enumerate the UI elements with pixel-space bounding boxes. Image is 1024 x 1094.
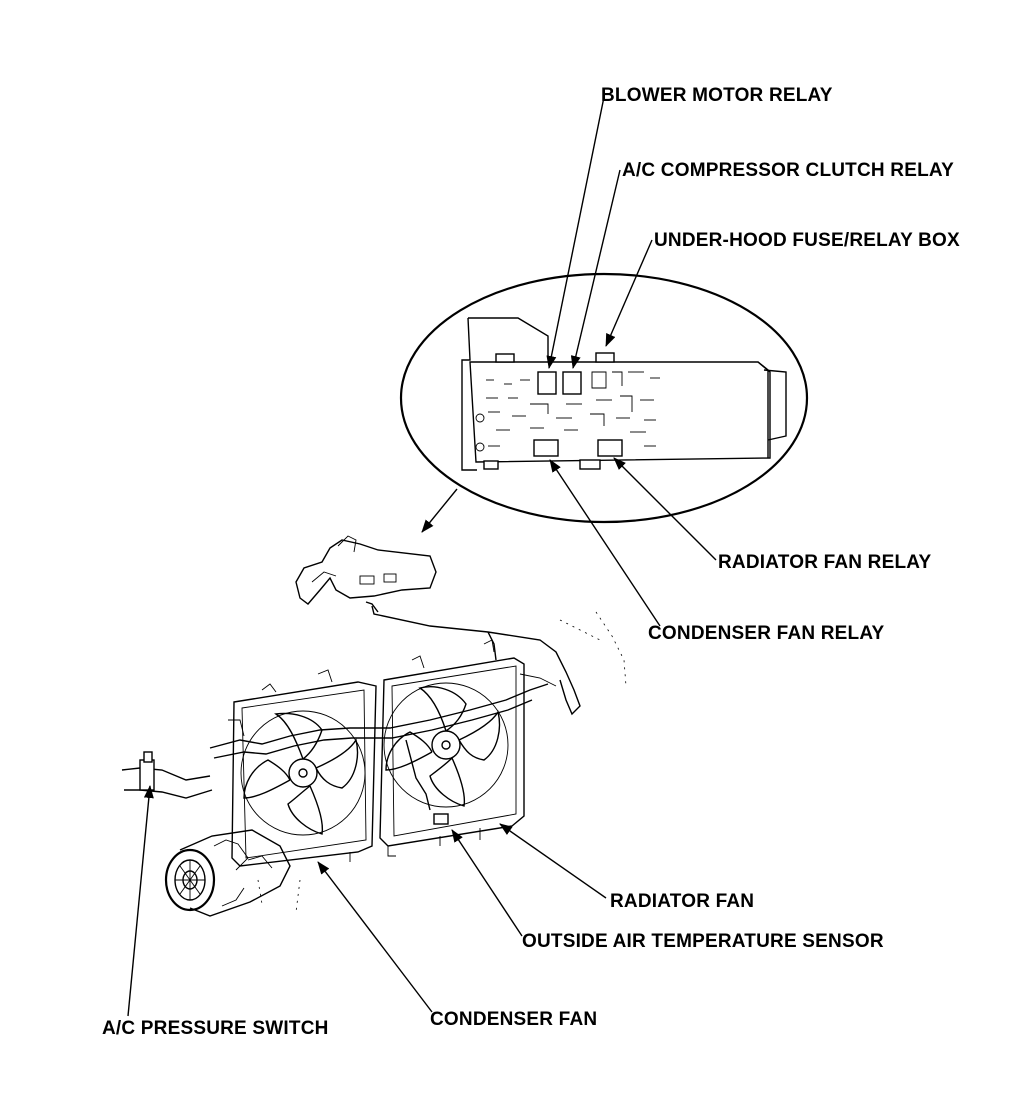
leader-lines: [127, 96, 717, 1017]
detail-callout-ellipse: [399, 272, 809, 524]
label-blower-motor-relay: BLOWER MOTOR RELAY: [601, 85, 833, 106]
fuse-relay-box-drawing: [461, 317, 787, 471]
label-under-hood-fuse-relay-box: UNDER-HOOD FUSE/RELAY BOX: [654, 230, 960, 251]
label-radiator-fan: RADIATOR FAN: [610, 891, 755, 912]
compressor-drawing: [164, 829, 291, 917]
label-condenser-fan-relay: CONDENSER FAN RELAY: [648, 623, 885, 644]
ac-line-assembly: [121, 751, 213, 799]
label-ac-pressure-switch: A/C PRESSURE SWITCH: [102, 1018, 329, 1039]
label-radiator-fan-relay: RADIATOR FAN RELAY: [718, 552, 932, 573]
label-ac-compressor-clutch-relay: A/C COMPRESSOR CLUTCH RELAY: [622, 160, 954, 181]
engine-bay-assembly: [295, 535, 627, 716]
label-condenser-fan: CONDENSER FAN: [430, 1009, 598, 1030]
label-outside-air-temperature-sensor: OUTSIDE AIR TEMPERATURE SENSOR: [522, 931, 884, 952]
fan-assembly: [209, 639, 557, 867]
